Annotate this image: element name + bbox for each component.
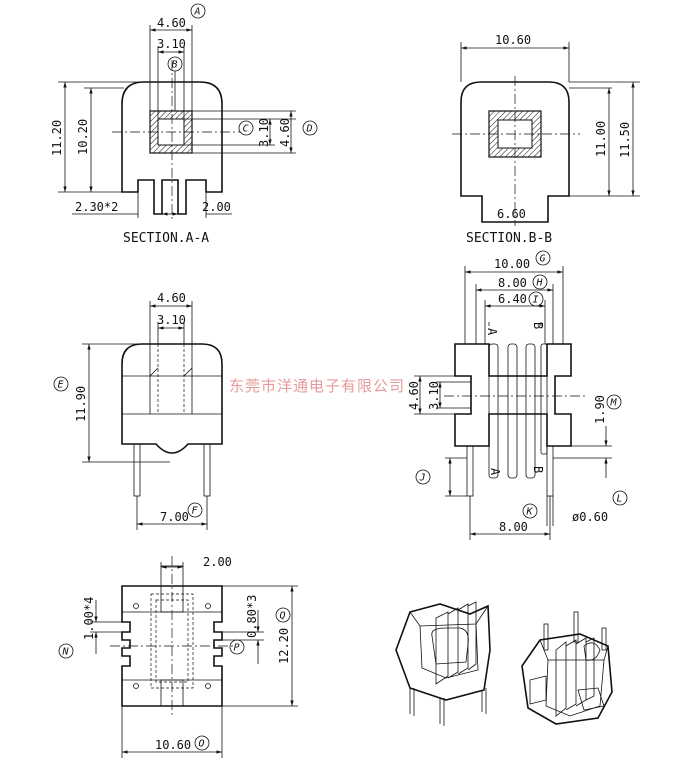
callout-d: D (302, 120, 318, 136)
callout-bubbles: A B C D E F G H (53, 3, 628, 751)
callout-q: Q (275, 607, 291, 623)
dim-b-height-inner: 11.00 (594, 121, 608, 157)
svg-text:J: J (419, 473, 426, 484)
front-view: 4.60 3.10 11.90 7.00 (74, 291, 223, 530)
dim-a-pin-pitch: 2.30*2 (75, 200, 118, 214)
dim-e-pin-span: 7.00 (160, 510, 189, 524)
iso-view-right (521, 611, 613, 725)
dim-g-core-outer: 4.60 (407, 381, 421, 410)
svg-text:H: H (536, 278, 544, 289)
bottom-view: 2.00 1.00*4 0.80*3 12.20 10.60 (82, 555, 298, 758)
callout-c: C (238, 120, 254, 136)
svg-text:K: K (526, 507, 534, 518)
dim-b-width: 10.60 (495, 33, 531, 47)
callout-j: J (415, 469, 431, 485)
callout-i: I (528, 291, 544, 307)
svg-text:M: M (610, 398, 618, 409)
dim-bottom-top-width: 2.00 (203, 555, 232, 569)
svg-text:G: G (540, 254, 546, 265)
dim-k-pin-span: 8.00 (499, 520, 528, 534)
dim-m-height: 1.90 (593, 395, 607, 424)
svg-text:F: F (192, 506, 199, 517)
svg-text:O: O (199, 739, 205, 750)
dim-b-height-outer: 11.50 (618, 122, 632, 158)
watermark: 东莞市洋通电子有限公司 (229, 377, 405, 395)
dim-g-core-inner: 3.10 (427, 381, 441, 410)
dim-a-core-inner: 3.10 (257, 118, 271, 147)
dim-e-width-outer: 4.60 (157, 291, 186, 305)
section-mark-a-bottom: A (488, 468, 502, 476)
callout-b: B (167, 56, 183, 111)
dim-a-width-inner: 3.10 (157, 37, 186, 51)
dim-n-rib: 1.00*4 (82, 597, 96, 640)
dim-a-width-outer: 4.60 (157, 16, 186, 30)
callout-o: O (194, 735, 210, 751)
dim-a-pin-gap: 2.00 (202, 200, 231, 214)
dim-a-height-outer: 11.20 (50, 120, 64, 156)
svg-text:I: I (533, 295, 539, 306)
callout-k: K (522, 503, 538, 519)
dim-i-width: 6.40 (498, 292, 527, 306)
dim-h-width: 8.00 (498, 276, 527, 290)
dim-p-gap: 0.80*3 (245, 595, 259, 638)
section-mark-b-top: B (531, 322, 545, 329)
section-mark-b-bottom: B (531, 466, 545, 473)
svg-text:B: B (172, 60, 178, 71)
svg-text:Q: Q (280, 611, 286, 622)
callout-n: N (58, 643, 74, 659)
dim-g-width: 10.00 (494, 257, 530, 271)
callout-g: G (535, 250, 551, 266)
section-a-view: 4.60 3.10 11.20 10.20 3.10 4.60 2.30*2 2… (50, 16, 296, 246)
callout-e: E (53, 376, 69, 392)
svg-text:L: L (617, 494, 623, 505)
svg-text:E: E (58, 380, 64, 391)
dim-b-base: 6.60 (497, 207, 526, 221)
callout-p: P (229, 639, 245, 655)
dim-e-width-inner: 3.10 (157, 313, 186, 327)
callout-a: A (190, 3, 206, 19)
callout-f: F (187, 502, 203, 518)
callout-m: M (606, 394, 622, 410)
callout-l: L (612, 490, 628, 506)
dim-e-height: 11.90 (74, 386, 88, 422)
section-b-view: 10.60 11.00 11.50 6.60 SECTION.B-B (452, 33, 640, 246)
section-a-title: SECTION.A-A (123, 231, 209, 246)
svg-text:C: C (243, 124, 249, 135)
dim-a-core-outer: 4.60 (278, 118, 292, 147)
svg-text:D: D (306, 124, 313, 135)
dim-l-pin-dia: ø0.60 (572, 510, 608, 524)
dim-o-width: 10.60 (155, 738, 191, 752)
section-mark-a-top: A (485, 328, 499, 336)
side-view: 10.00 8.00 6.40 A B A B 4.60 3.10 1.90 8 (407, 257, 612, 540)
iso-view-left (395, 601, 491, 726)
section-b-title: SECTION.B-B (466, 231, 552, 246)
svg-text:A: A (194, 7, 201, 18)
dim-q-height: 12.20 (277, 628, 291, 664)
callout-h: H (532, 274, 548, 290)
svg-text:N: N (62, 647, 70, 658)
dim-a-height-inner: 10.20 (76, 119, 90, 155)
svg-text:P: P (234, 643, 240, 654)
